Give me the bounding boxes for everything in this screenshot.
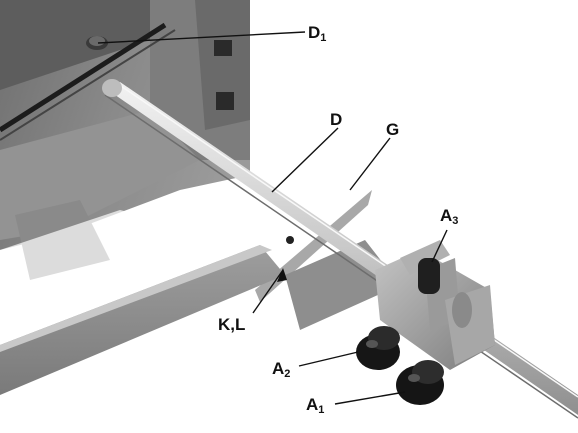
clamp-knob-a1 xyxy=(396,360,444,405)
callout-d1-letter: D xyxy=(308,23,321,42)
callout-g: G xyxy=(386,121,399,138)
callout-d1-subscript: 1 xyxy=(320,32,327,44)
callout-d: D xyxy=(330,111,342,128)
callout-a3-letter: A xyxy=(440,206,453,225)
callout-kl: K,L xyxy=(218,316,245,333)
callout-d1: D1 xyxy=(308,24,326,44)
callout-g-letter: G xyxy=(386,120,400,139)
callout-a2-subscript: 2 xyxy=(284,368,291,380)
callout-a3-subscript: 3 xyxy=(452,215,459,227)
arrowhead-kl xyxy=(277,268,287,282)
callout-a1: A1 xyxy=(306,396,324,416)
leader-lines xyxy=(97,31,448,405)
callout-a2: A2 xyxy=(272,360,290,380)
callout-a1-letter: A xyxy=(306,395,319,414)
callout-a2-letter: A xyxy=(272,359,285,378)
callout-kl-letters: K,L xyxy=(218,315,246,334)
callout-a3: A3 xyxy=(440,207,458,227)
clamp-block xyxy=(375,240,495,370)
clamp-knob-a2 xyxy=(356,326,400,370)
callout-a1-subscript: 1 xyxy=(318,404,325,416)
callout-d-letter: D xyxy=(330,110,343,129)
